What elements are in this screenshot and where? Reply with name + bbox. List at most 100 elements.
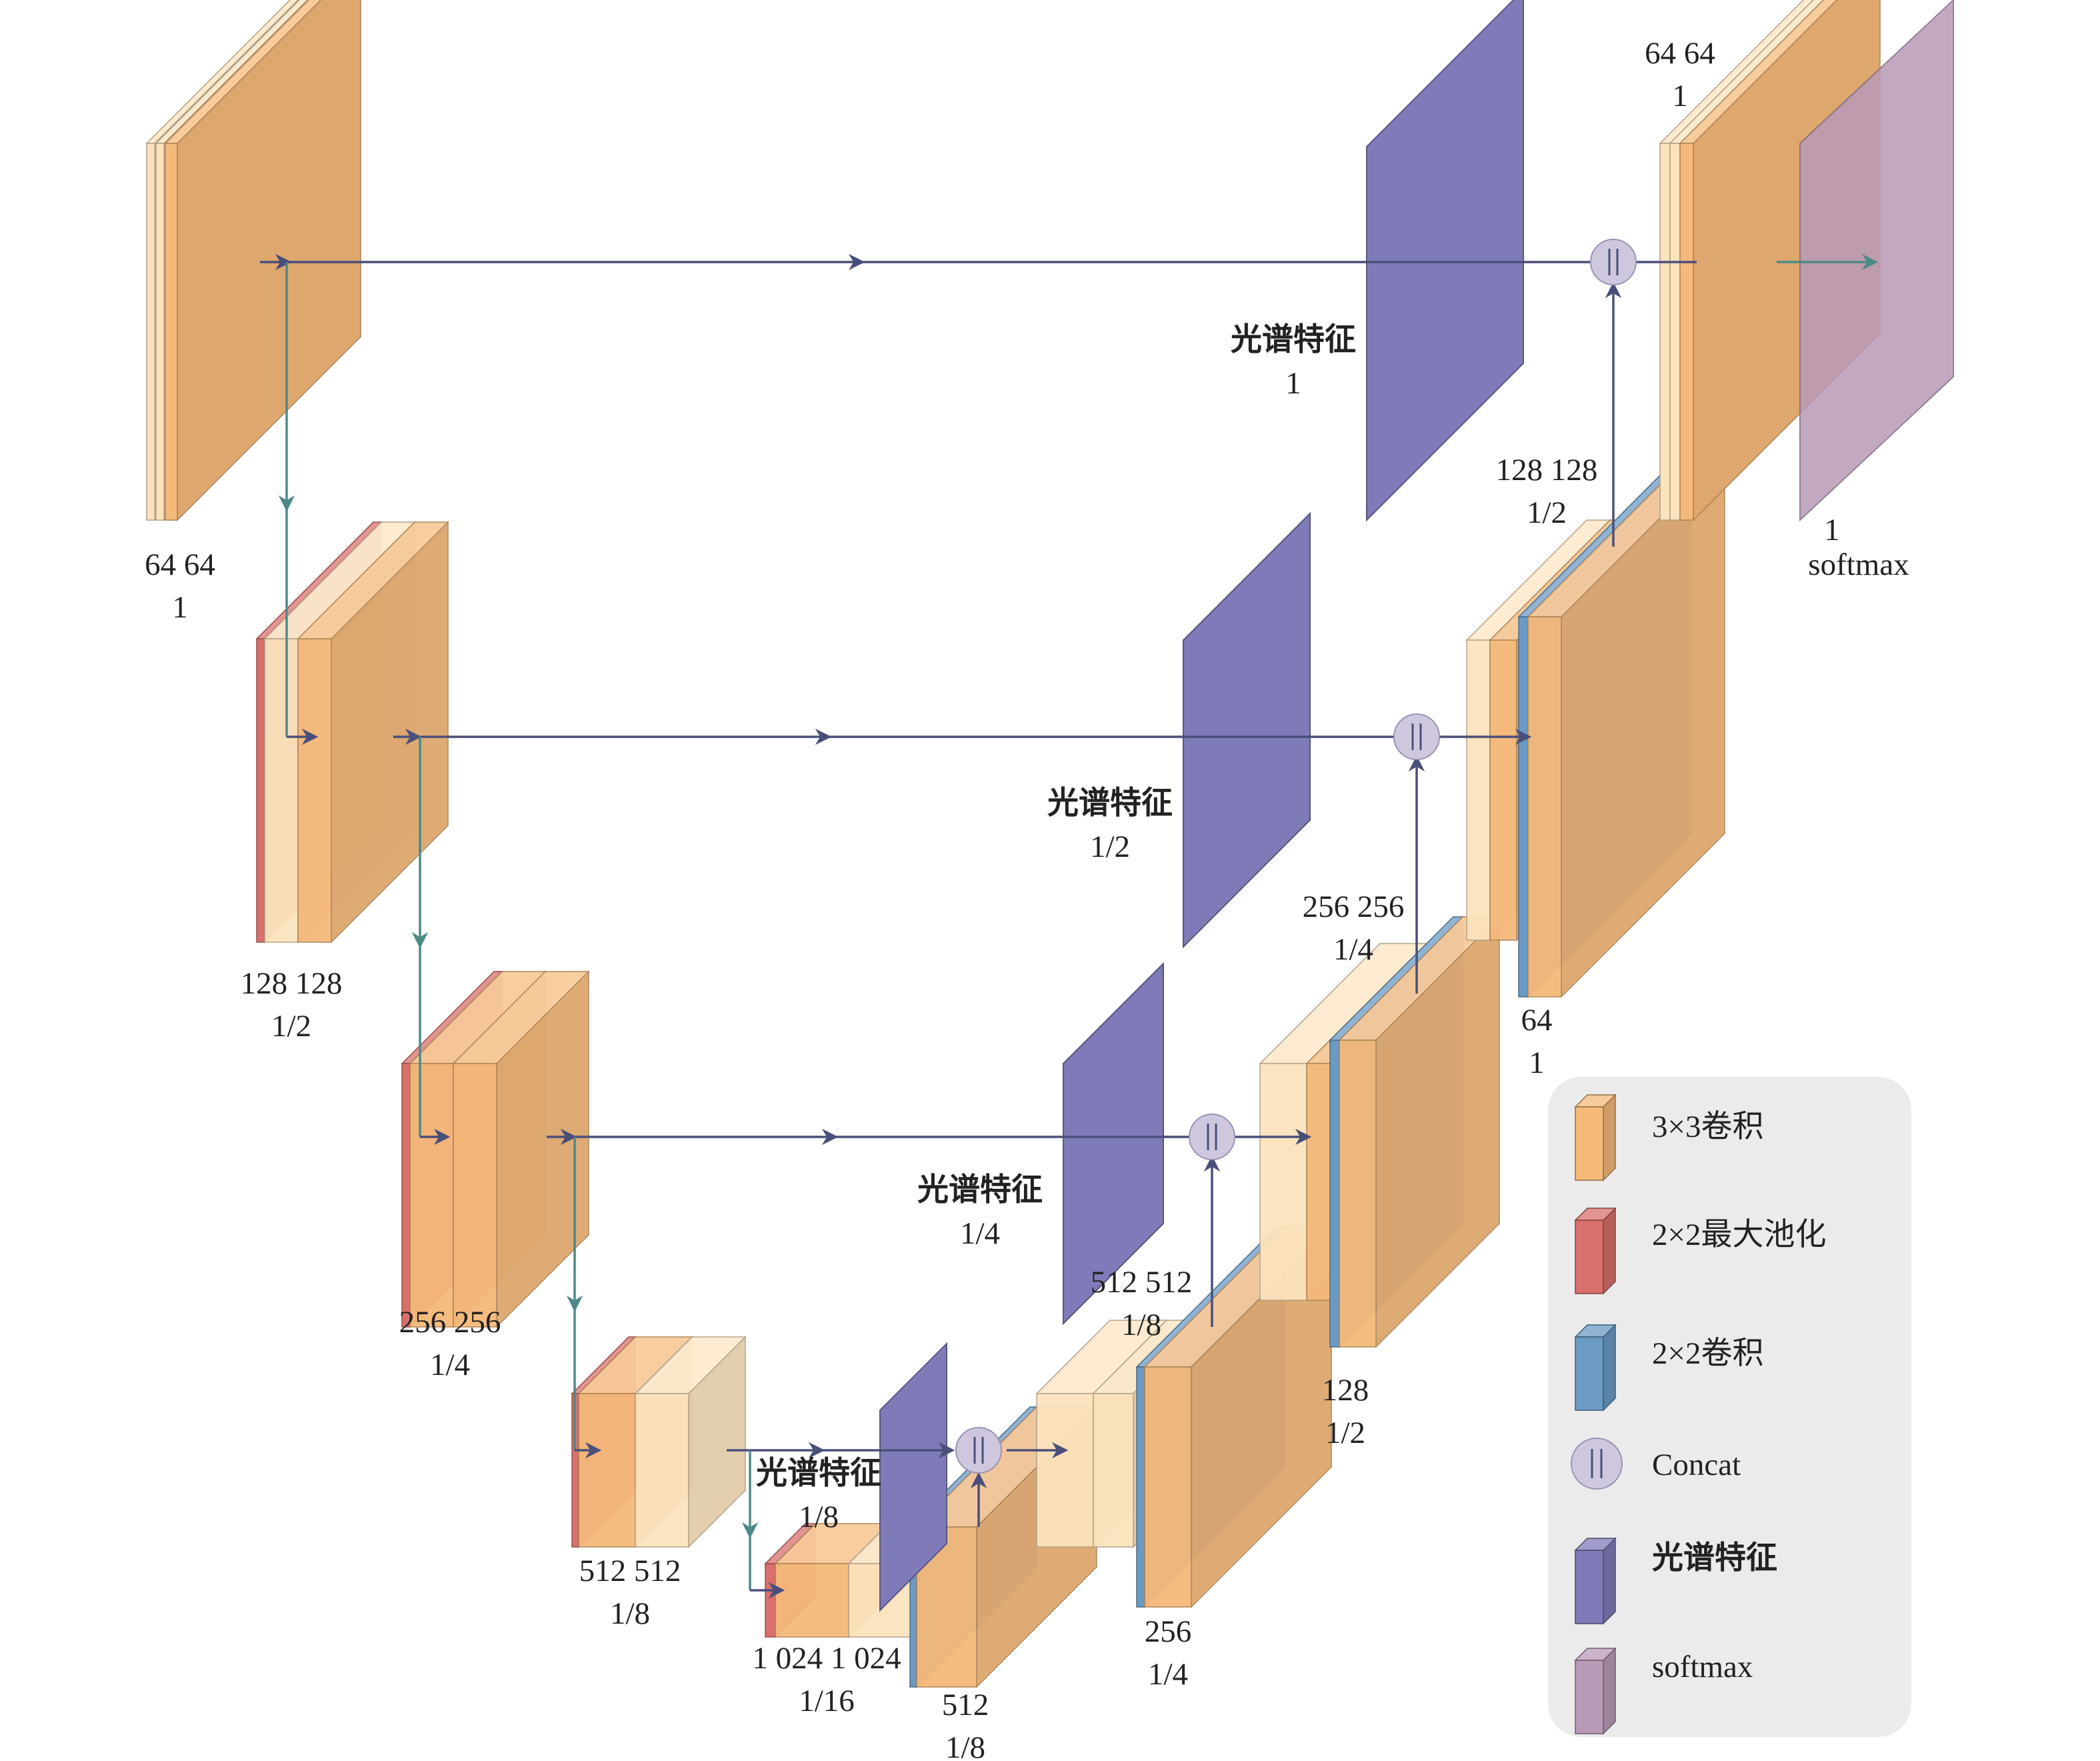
dec1-label-channels: 64 64 — [1645, 36, 1715, 71]
enc1-conv-slab-front — [155, 143, 165, 521]
dec1-conv-slab-front — [1679, 143, 1694, 521]
dec3-label-scale: 1/4 — [1333, 932, 1373, 967]
enc3-label-scale: 1/4 — [430, 1348, 470, 1382]
spectral-labels: 光谱特征 1 光谱特征 1/2 光谱特征 1/4 光谱特征 1/8 — [756, 321, 1356, 1534]
spectral-feature-plane — [879, 1342, 947, 1612]
spectral-feature-plane — [1183, 511, 1311, 949]
softmax-icon-side — [1603, 1647, 1616, 1735]
legend-box — [1548, 1077, 1911, 1737]
bottleneck-label-scale: 1/16 — [799, 1684, 855, 1718]
enc2-conv-slab-front — [297, 638, 332, 943]
maxpool-icon-front — [1575, 1220, 1604, 1294]
conv3-icon-side — [1603, 1094, 1616, 1182]
up2-upconv-slab-front — [1329, 1040, 1340, 1348]
bottleneck-pool-slab-front — [765, 1563, 776, 1638]
up3-label-scale: 1/4 — [1148, 1657, 1188, 1692]
maxpool-icon-side — [1603, 1207, 1616, 1295]
block-labels: 64 64 1 128 128 1/2 256 256 1/4 512 512 … — [145, 36, 1909, 1761]
spectral-label-scale: 1/2 — [1090, 829, 1130, 864]
up3-upconv-slab-front — [1136, 1366, 1145, 1608]
concat-node — [955, 1427, 1002, 1474]
spectral-feature-plane — [1063, 962, 1164, 1326]
enc1-conv-slab-front — [165, 143, 178, 521]
spectral-icon-front — [1575, 1550, 1604, 1624]
enc1-conv-slab-front — [146, 143, 155, 521]
dec4-label-channels: 512 512 — [1091, 1265, 1193, 1300]
enc2-pool-slab-front — [256, 638, 265, 943]
legend: 3×3卷积 2×2最大池化 2×2卷积 Concat 光谱特征 softmax — [1548, 1077, 1911, 1737]
concat-circle — [1189, 1114, 1235, 1160]
up2-label-channels: 128 — [1322, 1373, 1369, 1408]
up3-label-channels: 256 — [1145, 1614, 1192, 1649]
enc1-conv-slab-side — [177, 0, 361, 521]
bottleneck-label-channels: 1 024 1 024 — [752, 1641, 901, 1676]
spectral-icon — [1574, 1537, 1617, 1625]
dec2-label-channels: 128 128 — [1496, 453, 1598, 487]
spectral-feature-plane — [1366, 0, 1524, 522]
dec1-label-scale: 1 — [1672, 79, 1688, 113]
concat-icon-circle — [1571, 1438, 1623, 1490]
upconv-icon-front — [1575, 1336, 1604, 1411]
softmax-icon — [1574, 1647, 1617, 1735]
spectral-icon-side — [1603, 1537, 1616, 1625]
enc1-label-channels: 64 64 — [145, 547, 215, 582]
spectral-label-scale: 1 — [1285, 366, 1301, 401]
enc3-conv-slab-front — [409, 1063, 454, 1328]
spectral-label-scale: 1/4 — [960, 1216, 1000, 1251]
up1-label-channels: 64 — [1521, 1003, 1553, 1038]
softmax-icon-front — [1575, 1660, 1604, 1734]
enc4-conv-slab-front — [578, 1393, 636, 1548]
legend-label: Concat — [1652, 1448, 1741, 1482]
upconv-icon-side — [1603, 1324, 1616, 1412]
enc3-label-channels: 256 256 — [399, 1305, 501, 1340]
enc3-conv-slab — [452, 970, 590, 1328]
spectral-label-scale: 1/8 — [799, 1500, 839, 1534]
enc4-conv-slab — [634, 1336, 747, 1548]
enc3-conv-slab-front — [453, 1063, 497, 1328]
up1-conv-slab — [1527, 452, 1726, 998]
flow-arrows — [260, 253, 1879, 1599]
up2-label-scale: 1/2 — [1325, 1416, 1365, 1450]
conv3-icon — [1574, 1094, 1617, 1182]
dec1-conv-slab-front — [1659, 143, 1671, 521]
spectral-label-name: 光谱特征 — [917, 1172, 1043, 1208]
legend-label: softmax — [1652, 1650, 1753, 1684]
enc2-conv-slab-front — [264, 638, 299, 943]
concat-circle — [955, 1427, 1002, 1474]
up2-conv-slab-front — [1339, 1040, 1377, 1348]
spectral-label-name: 光谱特征 — [756, 1455, 881, 1492]
enc4-conv-slab-front — [635, 1393, 689, 1548]
bottleneck-conv-slab-front — [775, 1563, 849, 1638]
legend-label: 光谱特征 — [1652, 1540, 1777, 1576]
enc4-label-scale: 1/8 — [610, 1596, 650, 1631]
dec2-conv-slab-front — [1489, 639, 1517, 941]
upconv-icon — [1574, 1324, 1617, 1412]
enc1-conv-slab — [164, 0, 361, 521]
dec4-label-scale: 1/8 — [1121, 1308, 1161, 1342]
dec3-conv-slab-front — [1259, 1063, 1307, 1301]
enc2-label-scale: 1/2 — [271, 1009, 311, 1044]
concat-node — [1393, 713, 1440, 760]
concat-circle — [1393, 713, 1440, 760]
up1-upconv-slab-front — [1518, 616, 1529, 998]
concat-circle — [1590, 239, 1637, 285]
legend-label: 2×2卷积 — [1652, 1336, 1764, 1371]
up1-label-scale: 1 — [1529, 1046, 1545, 1080]
legend-label: 3×3卷积 — [1652, 1110, 1764, 1144]
spectral-label-name: 光谱特征 — [1047, 785, 1173, 821]
concat-icon — [1571, 1438, 1623, 1490]
concat-node — [1590, 239, 1637, 285]
dec4-conv-slab-front — [1036, 1393, 1094, 1548]
dec2-conv-slab-front — [1466, 639, 1491, 941]
maxpool-icon — [1574, 1207, 1617, 1295]
dec2-label-scale: 1/2 — [1527, 495, 1567, 530]
up4-label-channels: 512 — [942, 1688, 989, 1722]
enc4-label-channels: 512 512 — [579, 1554, 681, 1588]
dec1-conv-slab-front — [1669, 143, 1681, 521]
up4-label-scale: 1/8 — [945, 1730, 985, 1761]
concat-node — [1189, 1114, 1235, 1160]
dec3-conv-slab-front — [1306, 1063, 1334, 1301]
dec4-conv-slab-front — [1093, 1393, 1134, 1548]
conv3-icon-front — [1575, 1106, 1604, 1181]
